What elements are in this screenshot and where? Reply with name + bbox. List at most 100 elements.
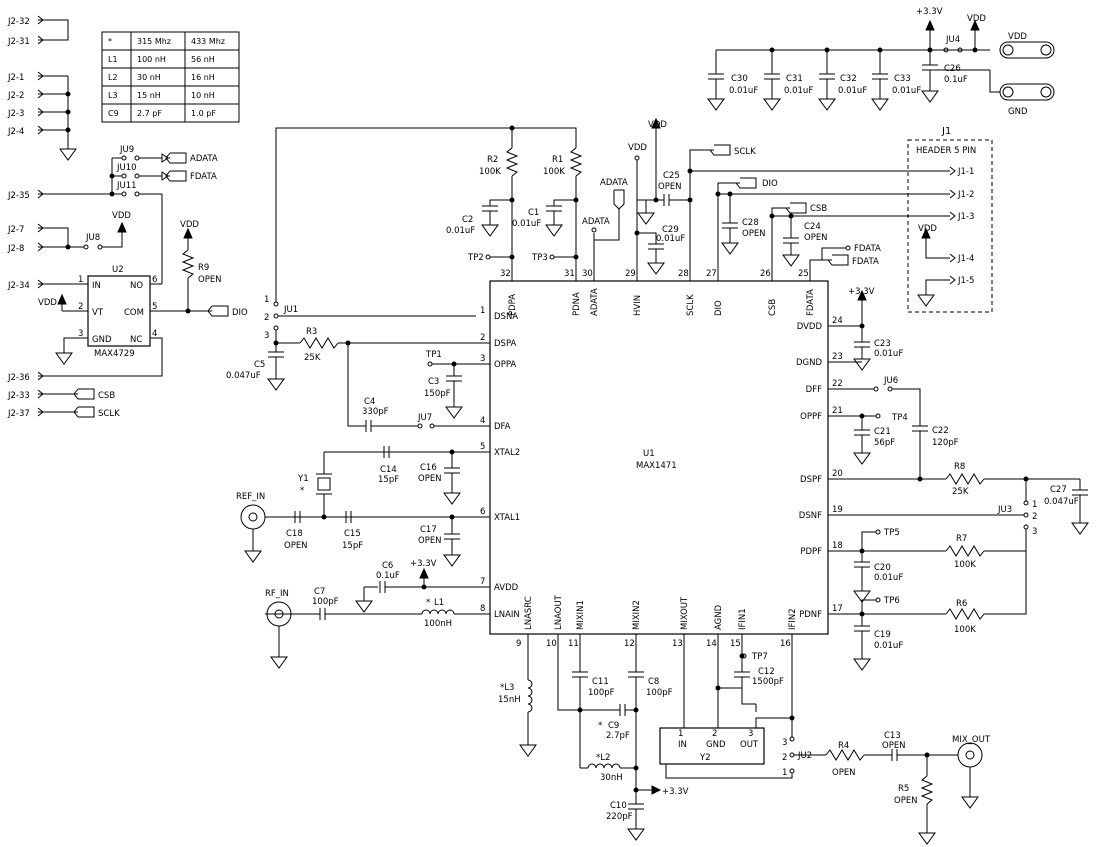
u1-pin-label-top: HVIN xyxy=(633,295,643,316)
table-header-433: 433 Mhz xyxy=(191,37,225,46)
u1-pin-number-bottom: 14 xyxy=(706,639,717,649)
u1-pin-label-left: OPPA xyxy=(494,360,516,370)
c16-value: OPEN xyxy=(418,474,442,484)
c25-value: OPEN xyxy=(658,182,682,192)
tp7-label: TP7 xyxy=(751,652,768,662)
j1-pin3: J1-3 xyxy=(957,212,974,222)
y1-ref: Y1 xyxy=(297,474,309,484)
c28-value: OPEN xyxy=(742,229,766,239)
c3-ref: C3 xyxy=(428,377,439,387)
ju10-label: JU10 xyxy=(116,163,137,173)
tp6-label: TP6 xyxy=(883,596,900,606)
u2-num: 4 xyxy=(152,329,157,339)
j2-connectors-top: J2-32 J2-31 J2-1 J2-2 J2-3 J2-4 xyxy=(7,15,77,161)
c6-value: 0.1uF xyxy=(376,571,400,581)
u1-pin-label-left: XTAL2 xyxy=(494,448,520,458)
vdd-terminal-label: VDD xyxy=(1008,32,1027,42)
u1-pin-label-right: DSPF xyxy=(800,475,822,485)
ju1-num: 2 xyxy=(264,313,269,323)
table-cell: 2.7 pF xyxy=(137,109,162,118)
c9-ref: C9 xyxy=(608,721,619,731)
c13-ref: C13 xyxy=(884,731,901,741)
j2-35-label: J2-35 xyxy=(7,191,30,201)
sclk-label-left: SCLK xyxy=(98,409,120,419)
adata-label-pin30: ADATA xyxy=(582,217,610,227)
c11-ref: C11 xyxy=(592,677,609,687)
u1-pin-number-bottom: 13 xyxy=(672,639,683,649)
u2-name: U2 xyxy=(112,265,124,275)
u1-pin-number-right: 22 xyxy=(832,379,843,389)
table-cell: 10 nH xyxy=(191,91,215,100)
r5-value: OPEN xyxy=(894,796,918,806)
u2-num: 3 xyxy=(78,329,83,339)
j2-2-label: J2-2 xyxy=(7,91,24,101)
u2-pin-gnd: GND xyxy=(92,335,112,345)
dio-label-u2: DIO xyxy=(232,308,248,318)
c2-ref: C2 xyxy=(462,215,473,225)
ref-in-label: REF_IN xyxy=(236,492,265,502)
u1-pin-label-top: PDNA xyxy=(572,292,582,316)
component-value-table: * 315 Mhz 433 Mhz L1 100 nH 56 nH L2 30 … xyxy=(101,31,240,123)
c4-value: 330pF xyxy=(362,407,389,417)
c20-ref: C20 xyxy=(874,563,891,573)
c8-value: 100pF xyxy=(646,688,673,698)
u2-num: 6 xyxy=(152,275,157,285)
c14-value: 15pF xyxy=(378,475,399,485)
r5-ref: R5 xyxy=(898,784,909,794)
u1-pin-number-bottom: 16 xyxy=(780,639,791,649)
u1-pin-labels: DSNA1DSPA2OPPA3DFA4XTAL25XTAL16AVDD7LNAI… xyxy=(480,269,843,649)
r3-value: 25K xyxy=(304,353,321,363)
dio-net: DIO C28 OPEN xyxy=(715,177,950,281)
c21-ref: C21 xyxy=(874,427,891,437)
j2-31-label: J2-31 xyxy=(7,37,30,47)
c20-value: 0.01uF xyxy=(874,573,903,583)
crystal-y1-section: C14 15pF Y1 * C16 OPEN C18 OPEN C15 15pF… xyxy=(236,446,490,567)
vdd-label-ju8: VDD xyxy=(112,211,131,221)
l1-ref: L1 xyxy=(434,598,444,608)
u1-name: U1 xyxy=(643,449,655,459)
u1-pin-number-right: 20 xyxy=(832,469,843,479)
c22-value: 120pF xyxy=(932,438,959,448)
pdpa-pdna-network: R2 100K R1 100K C2 0.01uF C1 0.01uF TP2 … xyxy=(275,125,583,302)
u1-pin-label-top: PDPA xyxy=(508,294,518,316)
u1-pin-label-bottom: IFIN1 xyxy=(738,608,748,630)
u1-pin-label-top: ADATA xyxy=(590,288,600,316)
c24-value: OPEN xyxy=(804,233,828,243)
table-cell: L2 xyxy=(108,73,118,82)
u2-pin-nc: NC xyxy=(130,335,142,345)
u1-pin-number-top: 26 xyxy=(760,269,771,279)
adata-label-top: ADATA xyxy=(600,178,628,188)
c25-ref: C25 xyxy=(663,171,680,181)
v33-label-avdd: +3.3V xyxy=(410,559,437,569)
c9-star: * xyxy=(598,721,602,731)
l1-star: * xyxy=(426,598,430,608)
c23-value: 0.01uF xyxy=(874,349,903,359)
y2-num: 2 xyxy=(712,729,717,739)
r6-value: 100K xyxy=(954,625,976,635)
ju11-label: JU11 xyxy=(116,181,137,191)
r2-value: 100K xyxy=(479,167,501,177)
u1-pin-number-left: 1 xyxy=(480,306,485,316)
tp3-label: TP3 xyxy=(531,253,548,263)
l3-star-ref: *L3 xyxy=(500,683,514,693)
rf-in-label: RF_IN xyxy=(265,589,289,599)
u2-pin-in: IN xyxy=(92,281,101,291)
table-cell: L1 xyxy=(108,55,118,64)
u1-pin-number-left: 4 xyxy=(480,416,485,426)
ju7-label: JU7 xyxy=(417,413,432,423)
c32-value: 0.01uF xyxy=(838,86,867,96)
ju2-num: 3 xyxy=(782,738,787,748)
r4-ref: R4 xyxy=(838,741,849,751)
u2-part: MAX4729 xyxy=(94,349,135,359)
ju3-num: 1 xyxy=(1032,500,1037,510)
j2-36-label: J2-36 xyxy=(7,373,30,383)
u1-pin-number-left: 2 xyxy=(480,333,485,343)
c17-value: OPEN xyxy=(418,536,442,546)
u1-pin-label-left: DSNA xyxy=(494,312,518,322)
y2-num: 3 xyxy=(748,729,753,739)
y2-pin-out: OUT xyxy=(740,740,759,750)
c13-value: OPEN xyxy=(882,741,906,751)
u1-pin-label-bottom: IFIN2 xyxy=(788,608,798,630)
c31-ref: C31 xyxy=(786,74,803,84)
